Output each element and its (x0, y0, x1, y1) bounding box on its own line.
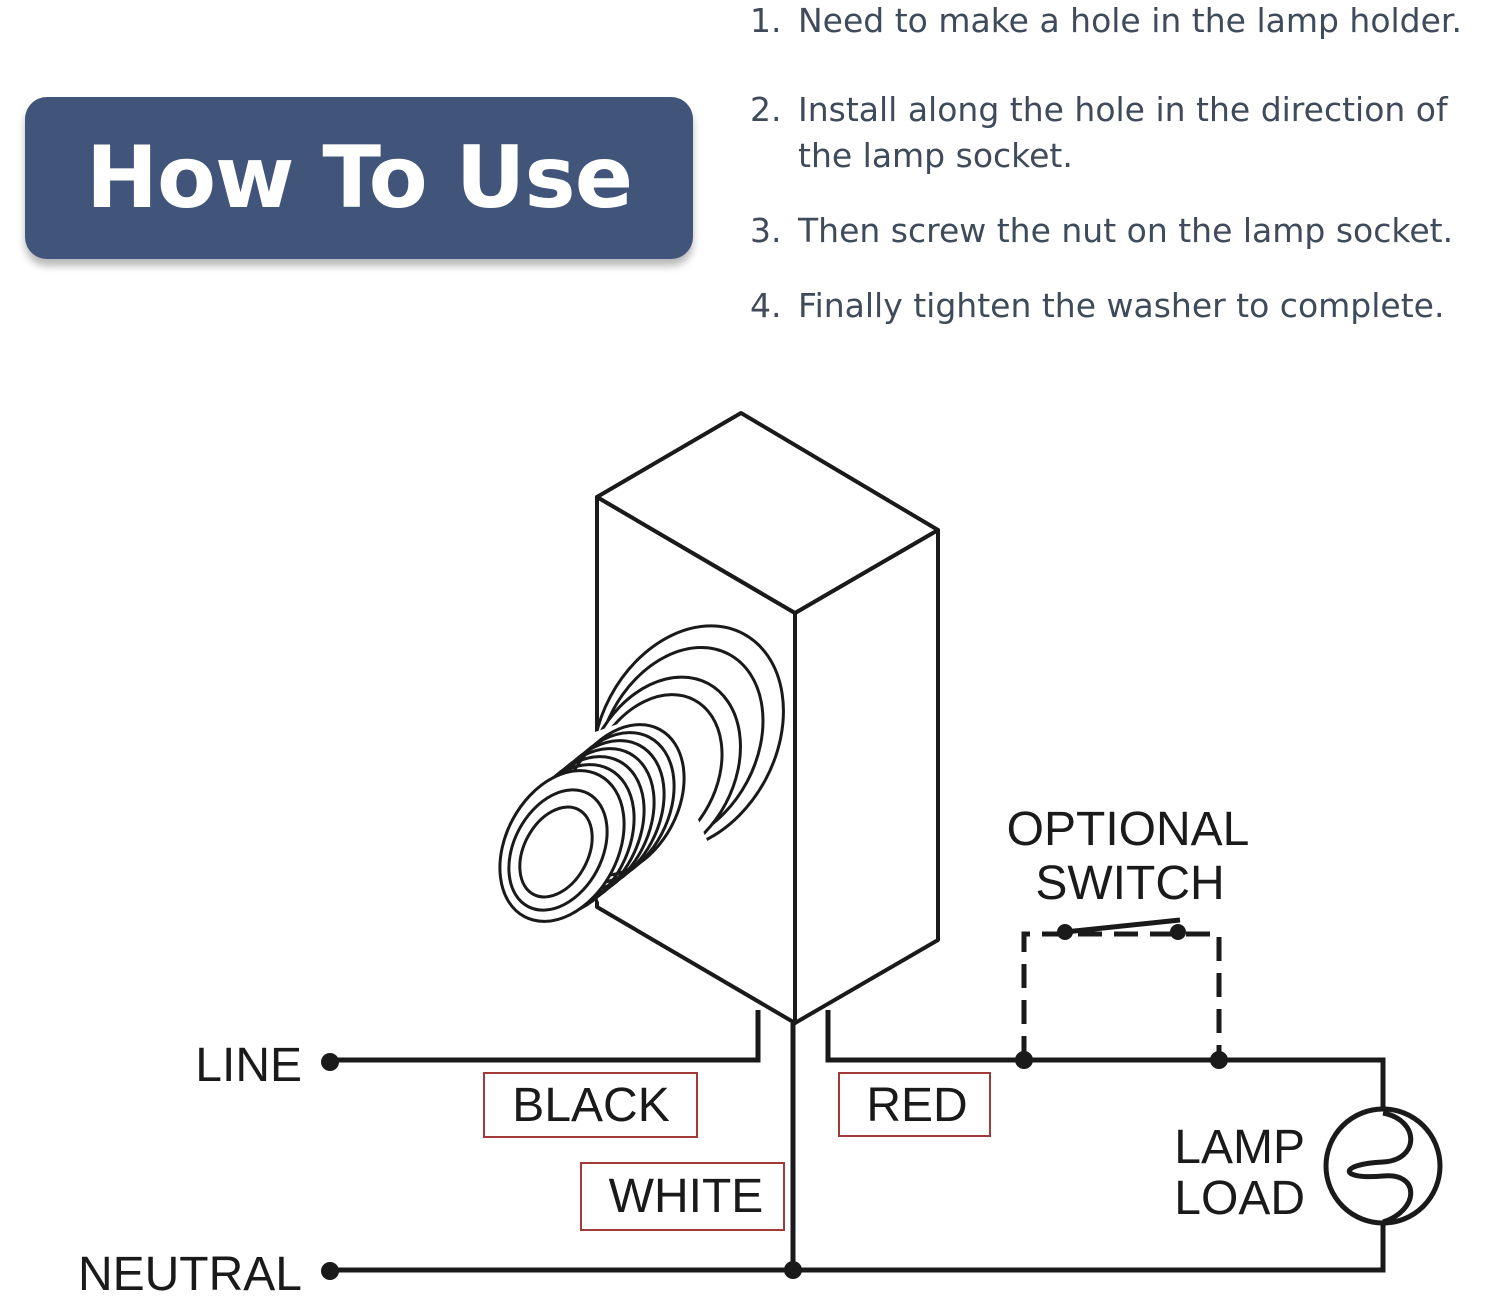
line-label: LINE (195, 1039, 302, 1092)
sensor-box-top-face (595, 411, 940, 615)
black-wire-tag: BLACK (483, 1072, 698, 1138)
step-text: Finally tighten the washer to complete. (798, 286, 1445, 325)
optional-switch-icon (1021, 917, 1222, 1060)
optional-label-line-1: OPTIONAL (1007, 803, 1250, 856)
how-to-use-banner: How To Use (25, 97, 693, 259)
step-number: 4. (750, 286, 782, 325)
neutral-wire (330, 1222, 1386, 1273)
step-text: Need to make a hole in the lamp holder. (798, 1, 1462, 40)
red-wire-tag: RED (838, 1072, 991, 1137)
red-wire-label: RED (866, 1079, 967, 1132)
junction-dots (321, 1051, 1228, 1280)
lamp-icon (1323, 1106, 1443, 1226)
banner-title: How To Use (85, 128, 633, 228)
photocell-sensor-illustration (498, 411, 940, 1025)
step-text-line: Install along the hole in the direction … (798, 90, 1448, 129)
lamp-load-label-line-1: LAMP (1174, 1121, 1305, 1174)
wiring-lines (330, 1010, 1386, 1273)
step-2: 2. Install along the hole in the directio… (750, 87, 1495, 179)
switch-dashed-bypass (1021, 931, 1222, 1060)
red-wire (825, 1010, 1386, 1113)
line-terminal-dot (321, 1053, 339, 1071)
step-text: Install along the hole in the direction … (798, 87, 1448, 179)
step-3: 3. Then screw the nut on the lamp socket. (750, 208, 1495, 254)
step-1: 1. Need to make a hole in the lamp holder… (750, 0, 1495, 44)
neutral-terminal-dot (321, 1262, 339, 1280)
white-wire-tag: WHITE (580, 1162, 785, 1231)
sensor-box-side-face (793, 528, 940, 1025)
step-number: 3. (750, 211, 782, 250)
threaded-socket-icon (498, 624, 785, 923)
white-wire-label: WHITE (609, 1170, 764, 1223)
step-number: 2. (750, 90, 782, 129)
black-wire-label: BLACK (512, 1079, 669, 1132)
black-wire (330, 1010, 761, 1063)
neutral-label: NEUTRAL (78, 1248, 302, 1296)
step-4: 4. Finally tighten the washer to complete… (750, 283, 1495, 329)
optional-label-line-2: SWITCH (1035, 857, 1224, 910)
step-number: 1. (750, 1, 782, 40)
lamp-load-label-line-2: LOAD (1174, 1172, 1305, 1225)
step-text-line: the lamp socket. (798, 136, 1073, 175)
step-text: Then screw the nut on the lamp socket. (798, 211, 1454, 250)
